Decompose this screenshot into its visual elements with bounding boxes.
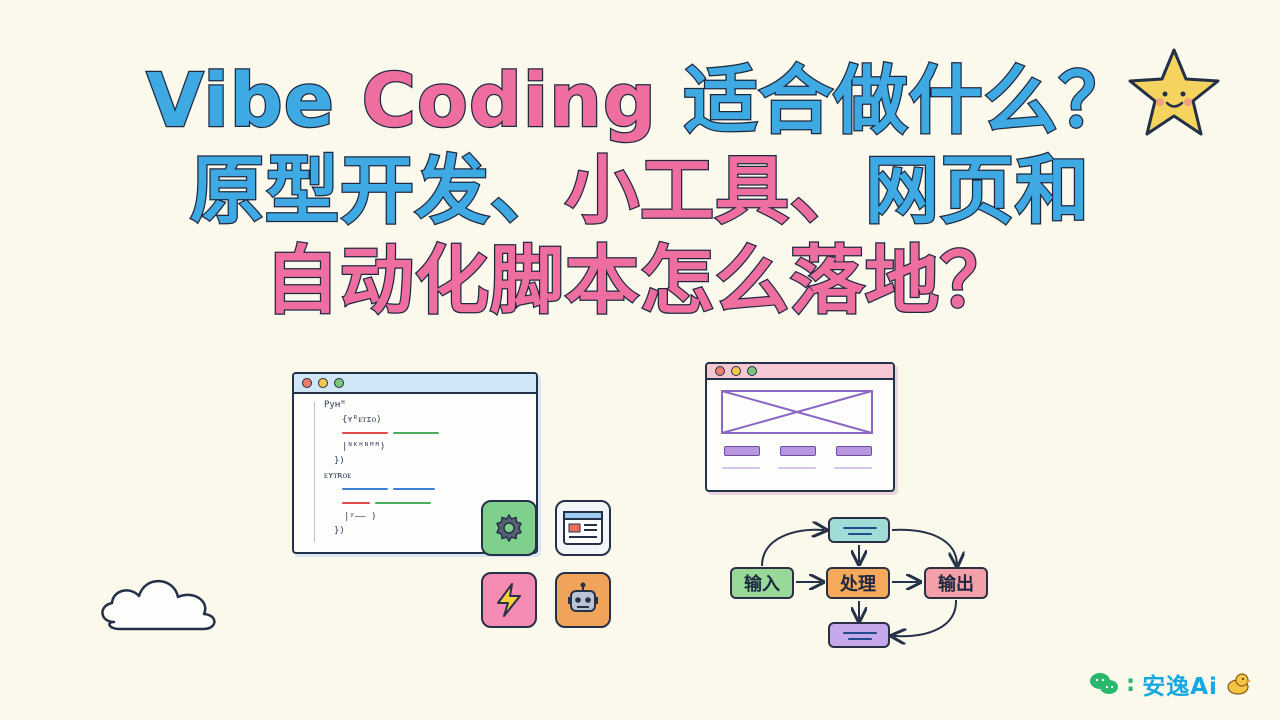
code-text: |ʸ—— ) [344, 512, 377, 522]
headline-vibe: Vibe [145, 58, 335, 144]
robot-icon [568, 582, 598, 612]
web-page-icon [563, 511, 603, 545]
headline-question: 适合做什么？ [682, 58, 1134, 144]
headline-line-2: 原型开发、小工具、网页和 [0, 150, 1280, 236]
code-line-10: }) [324, 524, 524, 538]
brand-separator: : [1126, 671, 1137, 697]
code-window-titlebar [294, 374, 536, 394]
code-text: }) [334, 456, 345, 466]
headline-tools: 小工具、 [564, 148, 866, 234]
window-close-dot [302, 378, 312, 388]
window-maximize-dot [334, 378, 344, 388]
code-line-3 [324, 426, 524, 440]
code-blue-mark [342, 488, 388, 490]
web-hero-placeholder [721, 390, 873, 434]
code-line-2: {ʏᴿᴇᴛɪᴏ) [324, 412, 524, 426]
cloud-icon [101, 579, 216, 631]
web-text-line [778, 467, 816, 469]
code-green-mark [393, 432, 439, 434]
code-line-7 [324, 482, 524, 496]
code-blue-mark [393, 488, 435, 490]
window-minimize-dot [731, 366, 741, 376]
flow-input-node: 输入 [730, 567, 794, 599]
wechat-icon [1090, 673, 1118, 694]
code-line-6: ᴇʏᴛʀᴏᴇ [324, 468, 524, 482]
node-line [843, 632, 877, 634]
node-line [843, 527, 877, 529]
web-card-block [780, 446, 816, 456]
code-green-mark [375, 502, 431, 504]
flow-top-node [828, 517, 890, 543]
code-text: ᴇʏᴛʀᴏᴇ [324, 470, 352, 481]
headline-web: 网页和 [864, 148, 1091, 234]
headline-line-3: 自动化脚本怎么落地？ [264, 238, 1016, 324]
headline-coding: Coding [360, 58, 657, 144]
flow-process-node: 处理 [826, 567, 890, 599]
code-line-9: |ʸ—— ) [324, 510, 524, 524]
node-line [848, 533, 872, 535]
code-red-mark [342, 502, 370, 504]
web-window-titlebar [707, 364, 893, 380]
code-text: }) [334, 526, 345, 536]
code-content: Pyʜᴴ {ʏᴿᴇᴛɪᴏ) |ᴺᴷᴴᴺᴹᴹ) }) ᴇʏᴛʀᴏᴇ |ʸ—— ) … [324, 398, 524, 538]
headline-prototype: 原型开发、 [189, 148, 566, 234]
code-line-4: |ᴺᴷᴴᴺᴹᴹ) [324, 440, 524, 454]
web-text-line [834, 467, 872, 469]
gear-icon [496, 514, 522, 542]
code-red-mark [342, 432, 388, 434]
web-card-block [724, 446, 760, 456]
window-close-dot [715, 366, 725, 376]
code-line-1: Pyʜᴴ [324, 398, 524, 412]
duck-icon [1227, 673, 1251, 695]
web-page-tile [555, 500, 611, 556]
node-line [848, 638, 872, 640]
lightning-icon [497, 583, 521, 617]
brand-watermark: : 安逸Ai [1088, 666, 1278, 702]
code-line-8 [324, 496, 524, 510]
web-text-line [722, 467, 760, 469]
lightning-tile [481, 572, 537, 628]
code-line-5: }) [324, 454, 524, 468]
automation-flow-arrows [761, 510, 1010, 660]
code-text: Pyʜᴴ [324, 400, 346, 410]
web-card-block [836, 446, 872, 456]
code-editor-window: Pyʜᴴ {ʏᴿᴇᴛɪᴏ) |ᴺᴷᴴᴺᴹᴹ) }) ᴇʏᴛʀᴏᴇ |ʸ—— ) … [292, 372, 538, 554]
flow-output-node: 输出 [924, 567, 988, 599]
robot-tile [555, 572, 611, 628]
headline: Vibe Coding 适合做什么？ 原型开发、小工具、网页和 自动化脚本怎么落… [0, 60, 1280, 326]
smiling-star-icon [1128, 48, 1220, 136]
web-page-window [705, 362, 895, 492]
code-text: |ᴺᴷᴴᴺᴹᴹ) [342, 442, 386, 452]
brand-name: 安逸Ai [1142, 674, 1218, 700]
window-minimize-dot [318, 378, 328, 388]
code-line-gutter [300, 402, 315, 542]
window-maximize-dot [747, 366, 757, 376]
code-text: {ʏᴿᴇᴛɪᴏ) [342, 414, 382, 425]
headline-line-1: Vibe Coding 适合做什么？ [0, 60, 1280, 146]
flow-bottom-node [828, 622, 890, 648]
gear-tile [481, 500, 537, 556]
